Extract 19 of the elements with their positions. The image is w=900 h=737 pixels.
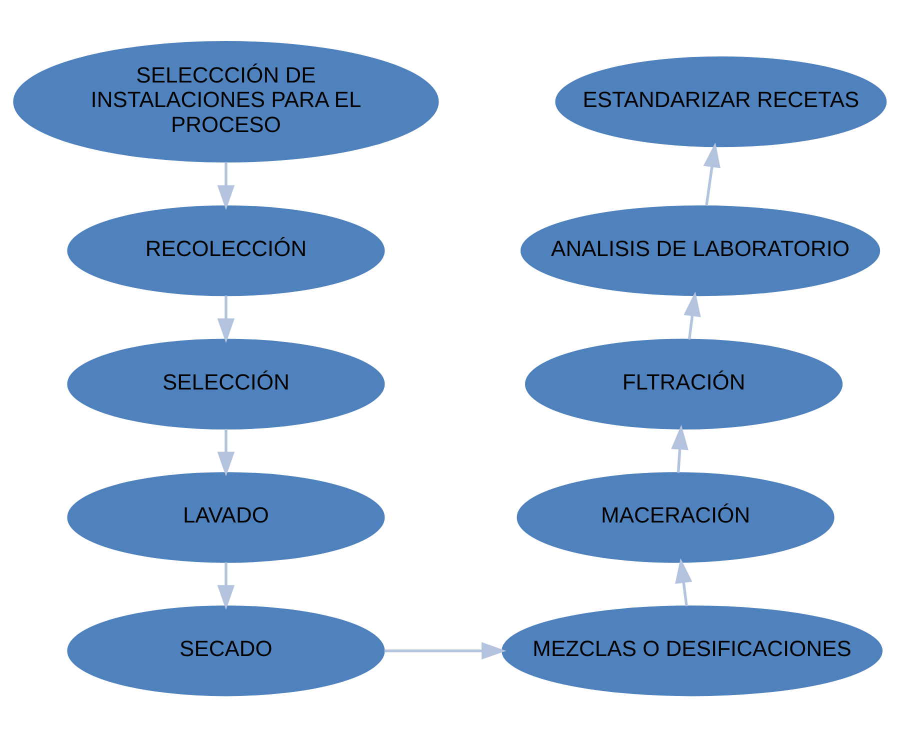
arrow [384, 642, 506, 660]
node-ellipse: LAVADO [67, 472, 385, 563]
node-ellipse: SELECCIÓN [67, 338, 385, 430]
node-ellipse: FLTRACIÓN [525, 338, 843, 430]
node-ellipse: RECOLECCIÓN [67, 205, 385, 296]
arrow [675, 558, 692, 606]
arrow [217, 428, 235, 476]
node-ellipse: SELECCCIÓN DE INSTALACIONES PARA EL PROCESO [13, 41, 439, 163]
arrow [703, 142, 721, 206]
arrow [671, 424, 688, 473]
node-ellipse: ESTANDARIZAR RECETAS [555, 56, 887, 148]
arrow [217, 296, 235, 344]
node-ellipse: ANALISIS DE LABORATORIO [520, 205, 880, 296]
arrow [217, 162, 235, 210]
arrow [217, 562, 235, 610]
node-ellipse: SECADO [67, 605, 385, 696]
node-ellipse: MEZCLAS O DESIFICACIONES [502, 605, 883, 696]
node-ellipse: MACERACIÓN [516, 472, 834, 563]
arrow [684, 291, 701, 340]
